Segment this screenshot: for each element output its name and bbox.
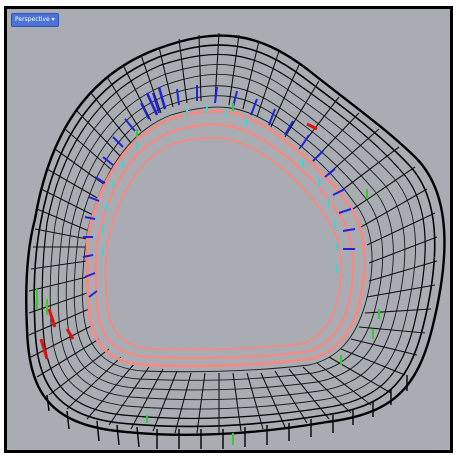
outer-ring-3 — [41, 53, 426, 420]
cyan-markers — [102, 105, 338, 273]
upper-blue-accents — [145, 86, 167, 116]
perspective-viewport[interactable]: Perspective ▾ — [7, 9, 450, 450]
blue-ribs — [82, 85, 356, 298]
outer-ring-1 — [25, 34, 446, 437]
bottom-posts — [46, 375, 408, 449]
red-markers — [39, 122, 318, 360]
viewport-title-tab[interactable]: Perspective ▾ — [11, 13, 59, 27]
radial-mesh-lines — [28, 32, 438, 434]
viewport-frame: Perspective ▾ — [4, 6, 453, 453]
inner-pink-bands — [85, 109, 366, 368]
green-markers — [36, 103, 380, 445]
stadium-wireframe-model[interactable] — [7, 9, 450, 450]
